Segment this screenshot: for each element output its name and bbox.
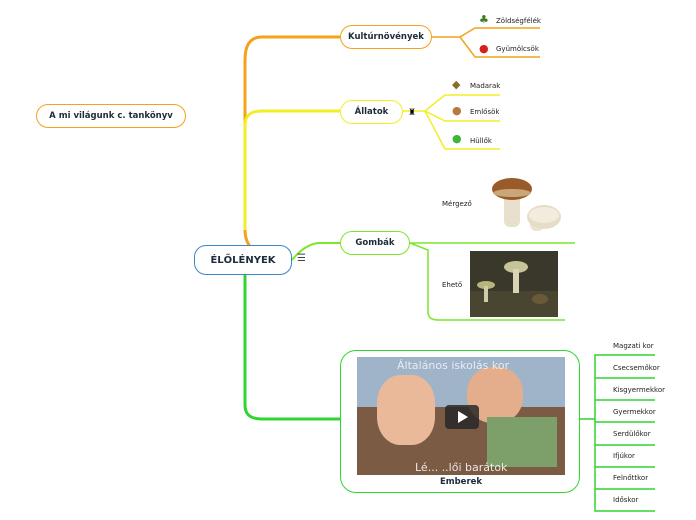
connector-trunk-yellow — [243, 109, 340, 230]
subtopic-kisgyermekkor[interactable]: Kisgyermekkor — [613, 386, 665, 394]
connector-allatok-children — [403, 94, 500, 150]
subtopic-gyumolcsok[interactable]: Gyümölcsök — [496, 45, 539, 53]
subtopic-idoskor[interactable]: Időskor — [613, 496, 639, 504]
subtopic-hullok[interactable]: Hüllők — [470, 137, 492, 145]
video-overlay-title: Általános iskolás kor — [397, 359, 510, 372]
connector-trunk-green — [243, 260, 340, 421]
topic-kulturnovenyek[interactable]: Kultúrnövények — [340, 25, 432, 49]
connector-gombak — [291, 242, 340, 261]
subtopic-madarak[interactable]: Madarak — [470, 82, 501, 90]
subtopic-gyermekkor[interactable]: Gyermekkor — [613, 408, 656, 416]
topic-kulturnovenyek-label: Kultúrnövények — [348, 32, 424, 42]
topic-gombak-label: Gombák — [355, 238, 395, 248]
topic-allatok-label: Állatok — [354, 107, 389, 117]
subtopic-ifjukor[interactable]: Ifjúkor — [613, 452, 635, 460]
floating-topic[interactable]: A mi világunk c. tankönyv — [36, 104, 186, 128]
subtopic-serdulokor[interactable]: Serdülőkor — [613, 430, 651, 438]
subtopic-felnottkor[interactable]: Felnőttkor — [613, 474, 649, 482]
topic-allatok[interactable]: Állatok — [340, 100, 403, 124]
play-icon — [458, 411, 468, 423]
video-thumbnail[interactable]: Általános iskolás kor Lé... ..lői baráto… — [357, 357, 565, 475]
topic-emberek-label: Emberek — [439, 477, 483, 487]
topic-gombak[interactable]: Gombák — [340, 231, 410, 255]
root-topic[interactable]: ÉLŐLÉNYEK — [194, 245, 292, 275]
connector-kultur-children — [432, 27, 540, 58]
mushroom-image-edible — [470, 251, 558, 317]
subtopic-magzati-kor[interactable]: Magzati kor — [613, 342, 654, 350]
subtopic-emlosok[interactable]: Emlősök — [470, 108, 500, 116]
video-overlay-subtitle: Lé... ..lői barátok — [415, 461, 508, 474]
topic-emberek[interactable]: Általános iskolás kor Lé... ..lői baráto… — [340, 350, 580, 493]
play-button[interactable] — [445, 405, 479, 429]
duck-icon: ◆ — [452, 78, 461, 91]
mushroom-image-poisonous — [492, 178, 561, 231]
subtopic-mergezo[interactable]: Mérgező — [442, 200, 472, 208]
subtopic-eheto[interactable]: Ehető — [442, 281, 463, 289]
dog-icon: ● — [452, 104, 462, 117]
frog-icon: ● — [452, 132, 462, 145]
floating-topic-label: A mi világunk c. tankönyv — [49, 111, 173, 121]
subtopic-csecsemokor[interactable]: Csecsemőkor — [613, 364, 660, 372]
connector-emberek-children — [580, 354, 655, 512]
menu-icon[interactable]: ☰ — [297, 253, 306, 264]
apple-icon: ● — [479, 42, 489, 55]
penguin-icon: ♜ — [408, 108, 417, 118]
subtopic-zoldsegfelek[interactable]: Zöldségfélék — [496, 17, 541, 25]
broccoli-icon: ♣ — [479, 13, 489, 26]
connector-gombak-children — [409, 242, 575, 321]
root-topic-label: ÉLŐLÉNYEK — [210, 254, 276, 266]
connector-trunk-orange — [243, 35, 340, 262]
